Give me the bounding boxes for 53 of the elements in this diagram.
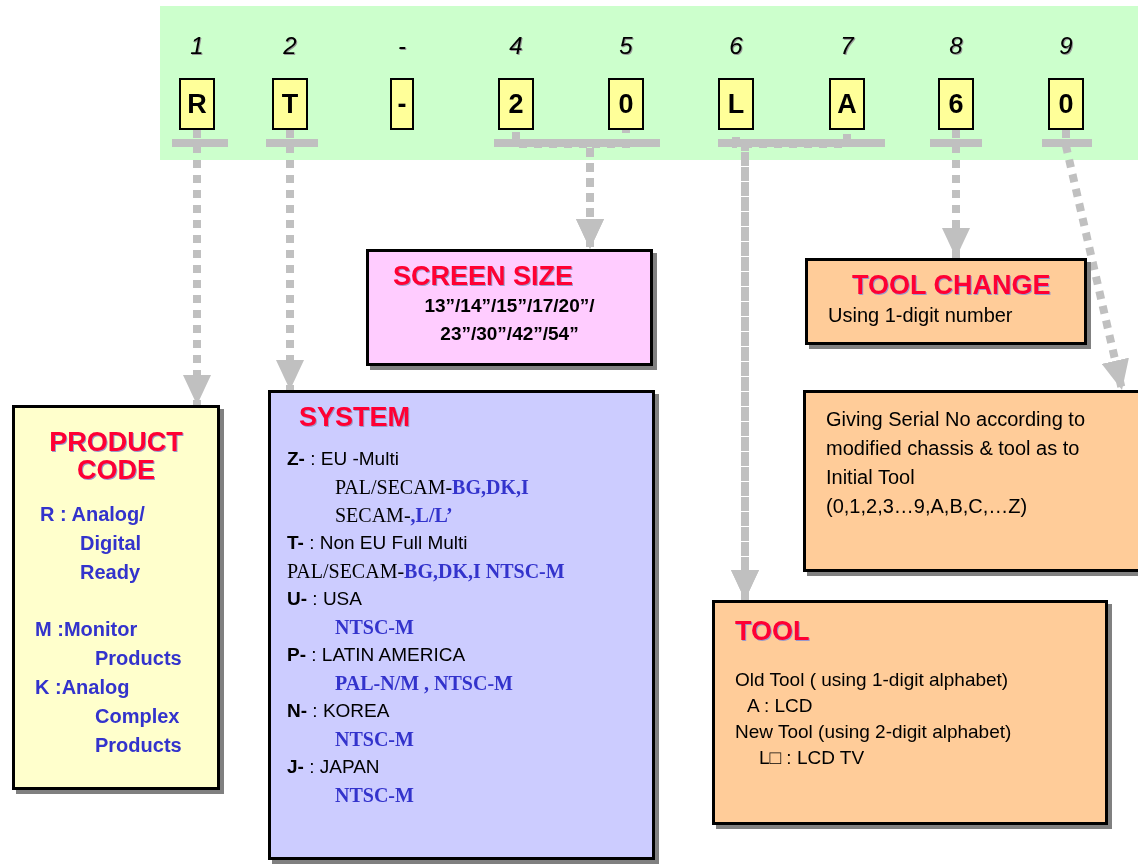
code-letter-box: 0 xyxy=(608,78,644,130)
card-text: NTSC-M xyxy=(334,727,415,752)
code-letter-box: 0 xyxy=(1048,78,1084,130)
card-text: Giving Serial No according to modified chassis & tool as to Initial Tool xyxy=(826,407,1086,490)
card-text: Z- : EU -Multi xyxy=(287,447,400,471)
card-text: T- : Non EU Full Multi xyxy=(287,531,469,555)
card-text: Old Tool ( using 1-digit alphabet) xyxy=(735,668,1010,692)
card-text: 13”/14”/15”/17/20”/ 23”/30”/42”/54” xyxy=(423,294,596,346)
dotted-arrow xyxy=(276,130,304,390)
code-letter-box: L xyxy=(718,78,754,130)
code-band xyxy=(160,6,1138,160)
card-heading: SCREEN SIZE xyxy=(393,260,574,292)
position-number: 8 xyxy=(949,31,963,61)
card-text: PAL/SECAM-BG,DK,I NTSC-M xyxy=(287,559,566,584)
card-text: J- : JAPAN xyxy=(287,755,381,779)
card-text: R : Analog/ Digital Ready xyxy=(39,502,146,585)
position-number: 5 xyxy=(619,31,633,61)
card-heading: TOOL CHANGE xyxy=(851,269,1052,301)
card-text: SECAM-,L/L’ xyxy=(334,503,454,528)
card-heading: PRODUCT CODE xyxy=(48,428,184,484)
code-letter-box: R xyxy=(179,78,215,130)
dotted-arrow xyxy=(1062,130,1129,391)
code-letter-box: 2 xyxy=(498,78,534,130)
card-text: N- : KOREA xyxy=(287,699,391,723)
card-heading: TOOL xyxy=(735,615,811,647)
card-heading: SYSTEM xyxy=(298,401,412,433)
code-letter-box: A xyxy=(829,78,865,130)
card-text: M :Monitor Products xyxy=(35,617,183,671)
position-number: 7 xyxy=(840,31,854,61)
card-text: A : LCD xyxy=(746,694,814,718)
dotted-arrow xyxy=(942,130,970,258)
card-text: PAL/SECAM-BG,DK,I xyxy=(334,475,530,500)
code-letter-box: 6 xyxy=(938,78,974,130)
position-number: 9 xyxy=(1059,31,1073,61)
dotted-arrow xyxy=(183,130,211,405)
position-number: 4 xyxy=(509,31,523,61)
card-text: New Tool (using 2-digit alphabet) xyxy=(735,720,1013,744)
card-text: PAL-N/M , NTSC-M xyxy=(334,671,514,696)
card-text: NTSC-M xyxy=(334,783,415,808)
code-letter-box: - xyxy=(390,78,414,130)
dotted-arrow xyxy=(576,130,630,249)
card-text: L□ : LCD TV xyxy=(758,746,866,770)
card-text: Using 1-digit number xyxy=(828,303,1014,328)
position-number: - xyxy=(398,31,406,61)
position-number: 2 xyxy=(283,31,297,61)
card-text: P- : LATIN AMERICA xyxy=(287,643,467,667)
code-letter-box: T xyxy=(272,78,308,130)
position-number: 1 xyxy=(190,31,204,61)
position-number: 6 xyxy=(729,31,743,61)
card-text: (0,1,2,3…9,A,B,C,…Z) xyxy=(826,494,1029,519)
card-text: U- : USA xyxy=(287,587,363,611)
card-text: K :Analog Complex Products xyxy=(35,675,183,758)
card-text: NTSC-M xyxy=(334,615,415,640)
